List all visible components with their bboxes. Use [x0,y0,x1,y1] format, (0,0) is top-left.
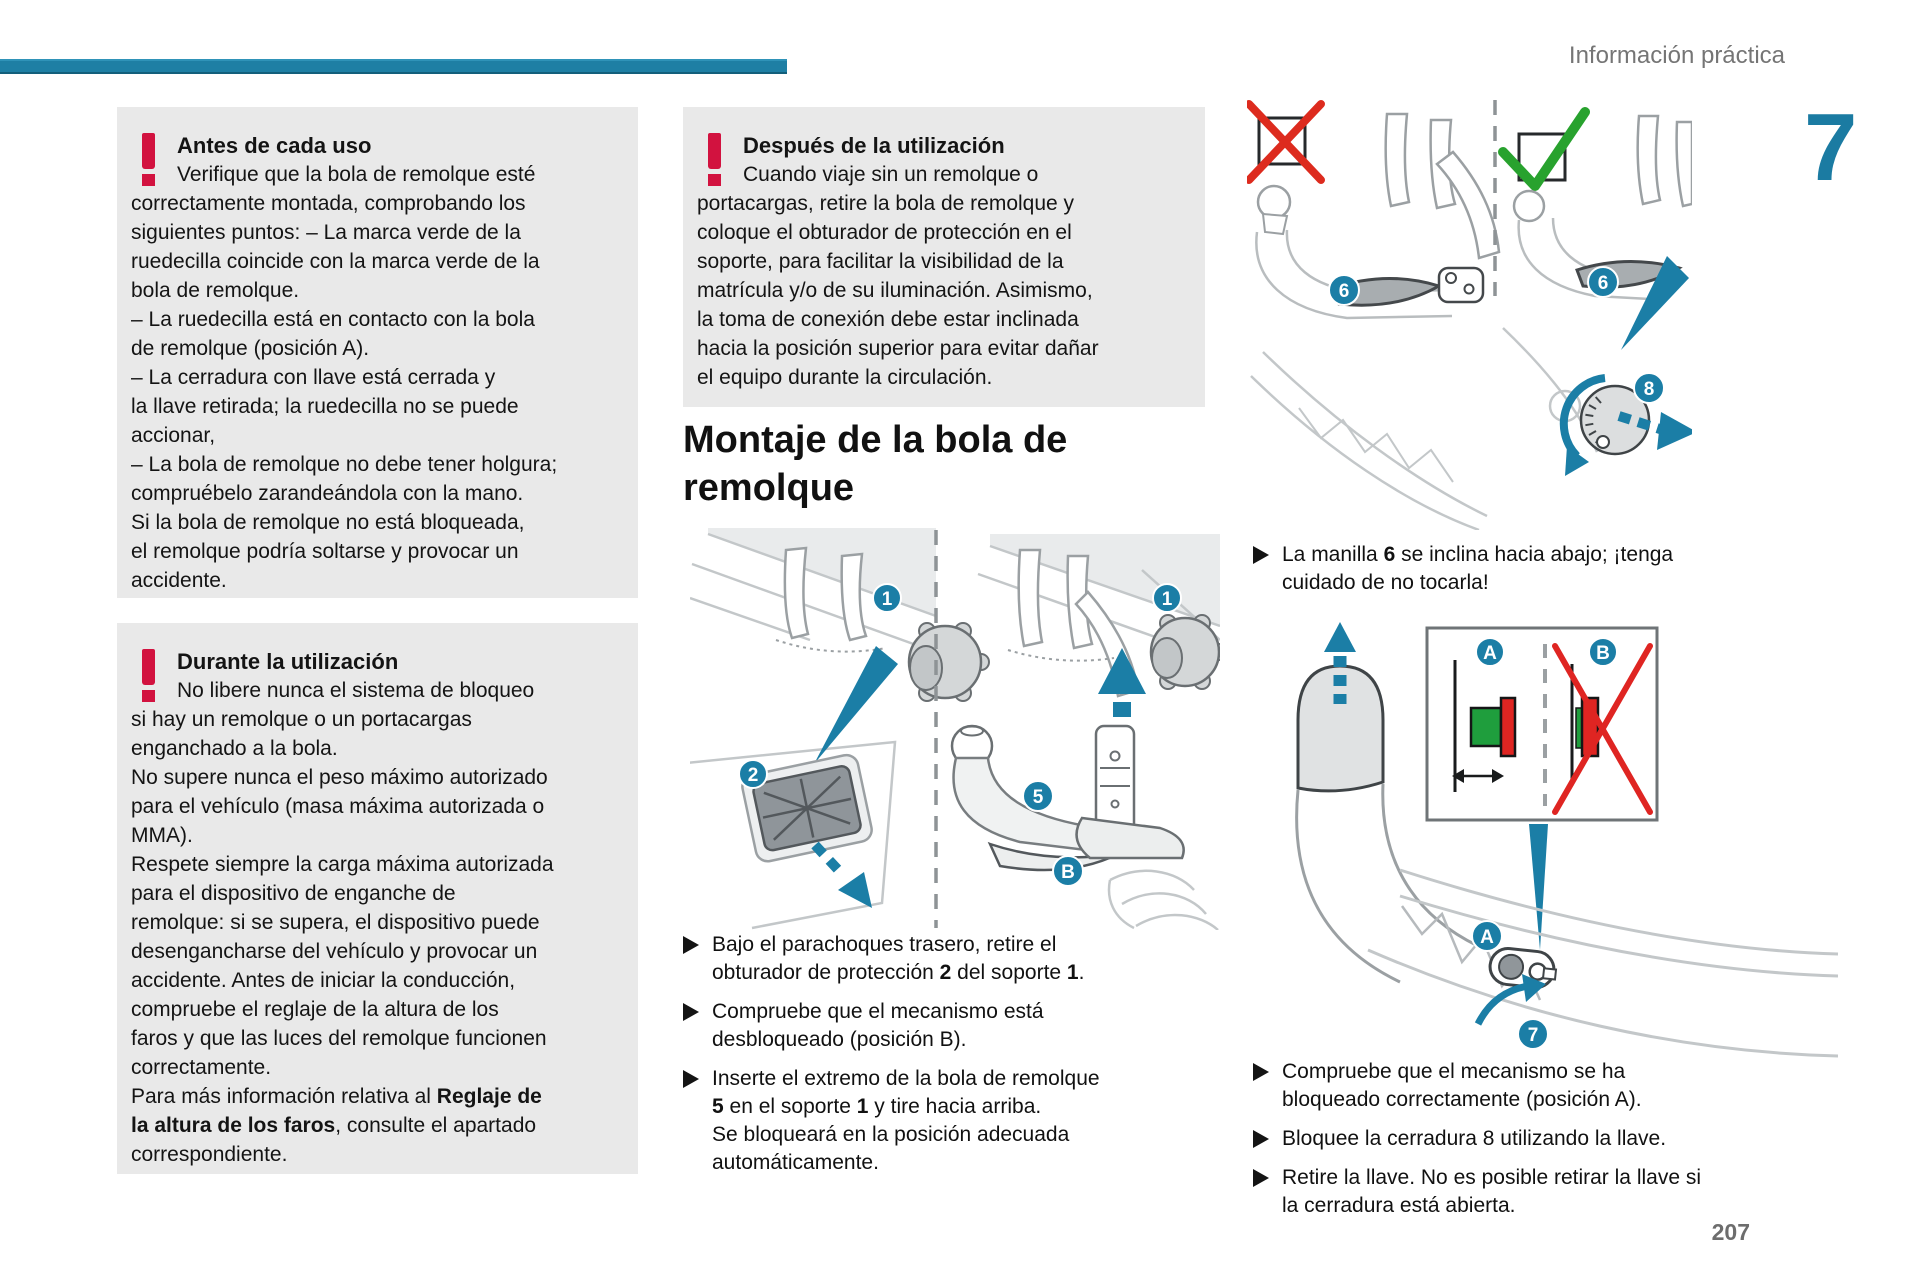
pull-right-arrow [1617,411,1692,450]
callout-ball: 5 [1022,780,1054,812]
svg-text:1: 1 [882,589,893,610]
callout-position-b: B [1052,855,1084,887]
instruction-bullet: La manilla 6 se inclina hacia abajo; ¡te… [1253,541,1823,597]
pointer-arrow [1621,256,1689,350]
protection-plug [741,753,873,863]
locking-handwheel-right [1149,614,1220,690]
bullet-arrow-icon [1253,1063,1269,1081]
correct-case [1498,107,1692,476]
pointer-arrow [814,646,898,764]
callout-plug: 2 [738,759,768,789]
section-title: Montaje de la bola de remolque [683,416,1067,512]
chapter-number: 7 [1804,94,1858,201]
svg-text:B: B [1596,643,1610,664]
warning-paragraph: No supere nunca el peso máximo autorizad… [131,766,548,847]
svg-text:6: 6 [1598,273,1609,294]
svg-text:A: A [1483,643,1497,664]
red-cross-icon [1247,100,1325,184]
bullet-arrow-icon [683,936,699,954]
callout-support-right: 1 [1152,583,1182,613]
section-title-line2: remolque [683,467,855,509]
warning-paragraph: – La ruedecilla está en contacto con la … [131,308,535,360]
header-accent-bar [0,59,787,74]
warning-box-before-use: Antes de cada uso Verifique que la bola … [117,107,638,598]
warning-exclamation-icon [699,133,729,188]
page-number: 207 [1711,1219,1750,1245]
callout-inset-a: A [1475,637,1505,667]
locking-steps: Compruebe que el mecanismo se ha bloquea… [1253,1058,1833,1231]
svg-text:6: 6 [1339,281,1350,302]
green-check-icon [1498,107,1590,191]
warning-paragraph: Cuando viaje sin un remolque o portacarg… [697,163,1099,389]
svg-text:A: A [1480,927,1494,948]
section-title-line1: Montaje de la bola de [683,419,1068,461]
callout-handle-wrong: 6 [1328,274,1360,306]
key-lock [1488,947,1558,989]
warning-paragraph: Para más información relativa al Reglaje… [131,1085,542,1166]
warning-title: Después de la utilización [743,133,1005,158]
warning-exclamation-icon [133,133,163,188]
svg-text:1: 1 [1162,589,1173,610]
callout-lock-wheel: 8 [1633,372,1665,404]
handle-tilt-illustration: 6 6 8 [1247,100,1692,530]
svg-text:7: 7 [1528,1025,1539,1046]
warning-paragraph: No libere nunca el sistema de bloqueo si… [131,679,535,760]
towbar-arm [1295,783,1839,1058]
lock-wheel [1579,384,1651,456]
pointer-arrow [1529,824,1548,950]
instruction-bullet: Retire la llave. No es posible retirar l… [1253,1164,1833,1220]
warning-paragraph: – La cerradura con llave está cerrada y … [131,366,519,447]
instruction-bullet: Compruebe que el mecanismo se ha bloquea… [1253,1058,1833,1114]
rotate-arrow [1559,374,1606,459]
warning-paragraph: Respete siempre la carga máxima autoriza… [131,853,554,1079]
warning-paragraph: – La bola de remolque no debe tener holg… [131,453,558,592]
callout-handle-ok: 6 [1587,266,1619,298]
svg-text:8: 8 [1644,379,1655,400]
mounting-steps: Bajo el parachoques trasero, retire el o… [683,931,1213,1188]
handle-note: La manilla 6 se inclina hacia abajo; ¡te… [1253,541,1823,608]
lock-position-illustration: A B A 7 [1295,622,1839,1058]
red-cross-icon [1552,643,1653,815]
svg-text:2: 2 [748,765,759,786]
warning-title: Antes de cada uso [177,133,372,158]
bullet-arrow-icon [1253,1130,1269,1148]
callout-turn: 7 [1517,1018,1549,1050]
warning-exclamation-icon [133,649,163,704]
running-header: Información práctica [1568,42,1785,69]
instruction-bullet: Inserte el extremo de la bola de remolqu… [683,1065,1213,1177]
bullet-arrow-icon [683,1070,699,1088]
bullet-arrow-icon [1253,1169,1269,1187]
svg-text:B: B [1061,862,1075,883]
callout-inset-b: B [1588,637,1618,667]
protection-cover [1296,622,1385,793]
instruction-bullet: Bajo el parachoques trasero, retire el o… [683,931,1213,987]
instruction-bullet: Compruebe que el mecanismo está desbloqu… [683,998,1213,1054]
bumper-underside-left [690,528,937,930]
turn-arrow [1474,974,1546,1026]
callout-support-left: 1 [872,583,902,613]
support-bracket-right [1007,548,1140,698]
instruction-bullet: Bloquee la cerradura 8 utilizando la lla… [1253,1125,1833,1153]
towball-mounting-illustration: 1 2 1 5 B [690,528,1220,930]
wrong-case [1247,100,1501,530]
warning-box-during-use: Durante la utilización No libere nunca e… [117,623,638,1174]
marker-inset-box [1425,626,1659,822]
hand-sketch [1107,869,1219,930]
warning-box-after-use: Después de la utilización Cuando viaje s… [683,107,1205,407]
warning-title: Durante la utilización [177,649,399,674]
green-marker [1469,706,1503,748]
locking-handwheel-left [907,622,990,702]
insert-up-arrow [1098,648,1146,782]
svg-text:5: 5 [1033,787,1044,808]
callout-mechanism-a: A [1471,920,1503,952]
bullet-arrow-icon [683,1003,699,1021]
warning-paragraph: Verifique que la bola de remolque esté c… [131,163,540,302]
towball [950,724,1185,872]
remove-direction-arrow [811,841,872,908]
bullet-arrow-icon [1253,546,1269,564]
